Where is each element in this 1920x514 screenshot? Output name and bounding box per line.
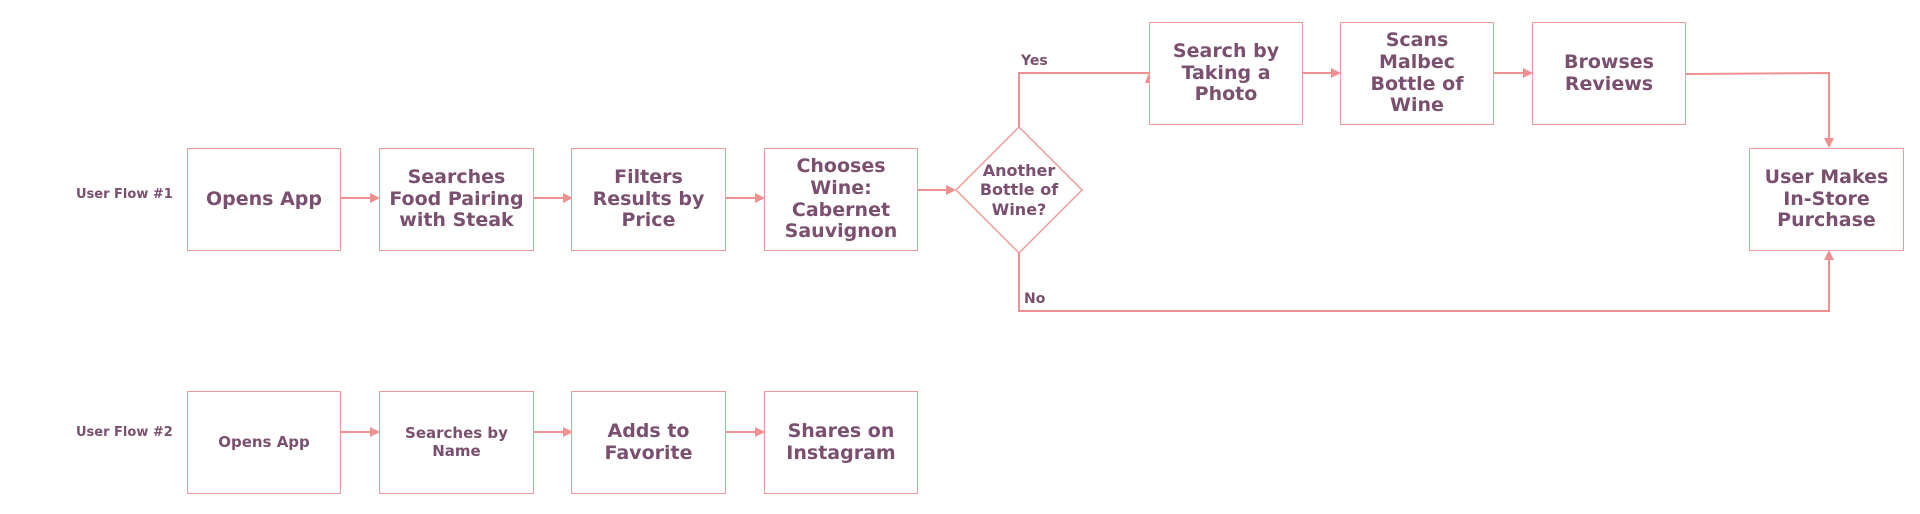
node-opens-app: Opens App (187, 148, 341, 251)
no-label: No (1024, 291, 1046, 307)
node-filters-by-price: Filters Results by Price (571, 148, 726, 251)
node-f2-searches-by-name: Searches by Name (379, 391, 534, 494)
node-in-store-purchase: User Makes In-Store Purchase (1749, 148, 1904, 251)
user-flow-2-label: User Flow #2 (76, 425, 173, 440)
node-searches-food-pairing: Searches Food Pairing with Steak (379, 148, 534, 251)
node-chooses-wine: Chooses Wine: Cabernet Sauvignon (764, 148, 918, 251)
arrow-reviews-to-purchase (1685, 71, 1834, 148)
node-search-by-photo: Search by Taking a Photo (1149, 22, 1303, 125)
decision-another-bottle: Another Bottle of Wine? (979, 161, 1059, 219)
node-scans-malbec: Scans Malbec Bottle of Wine (1340, 22, 1494, 125)
user-flow-1-label: User Flow #1 (76, 187, 173, 202)
yes-label: Yes (1021, 53, 1048, 69)
node-f2-adds-to-favorite: Adds to Favorite (571, 391, 726, 494)
arrow-no-branch (1018, 250, 1834, 312)
node-f2-shares-on-instagram: Shares on Instagram (764, 391, 918, 494)
node-f2-opens-app: Opens App (187, 391, 341, 494)
arrow-yes-branch (1018, 72, 1151, 127)
node-browses-reviews: Browses Reviews (1532, 22, 1686, 125)
